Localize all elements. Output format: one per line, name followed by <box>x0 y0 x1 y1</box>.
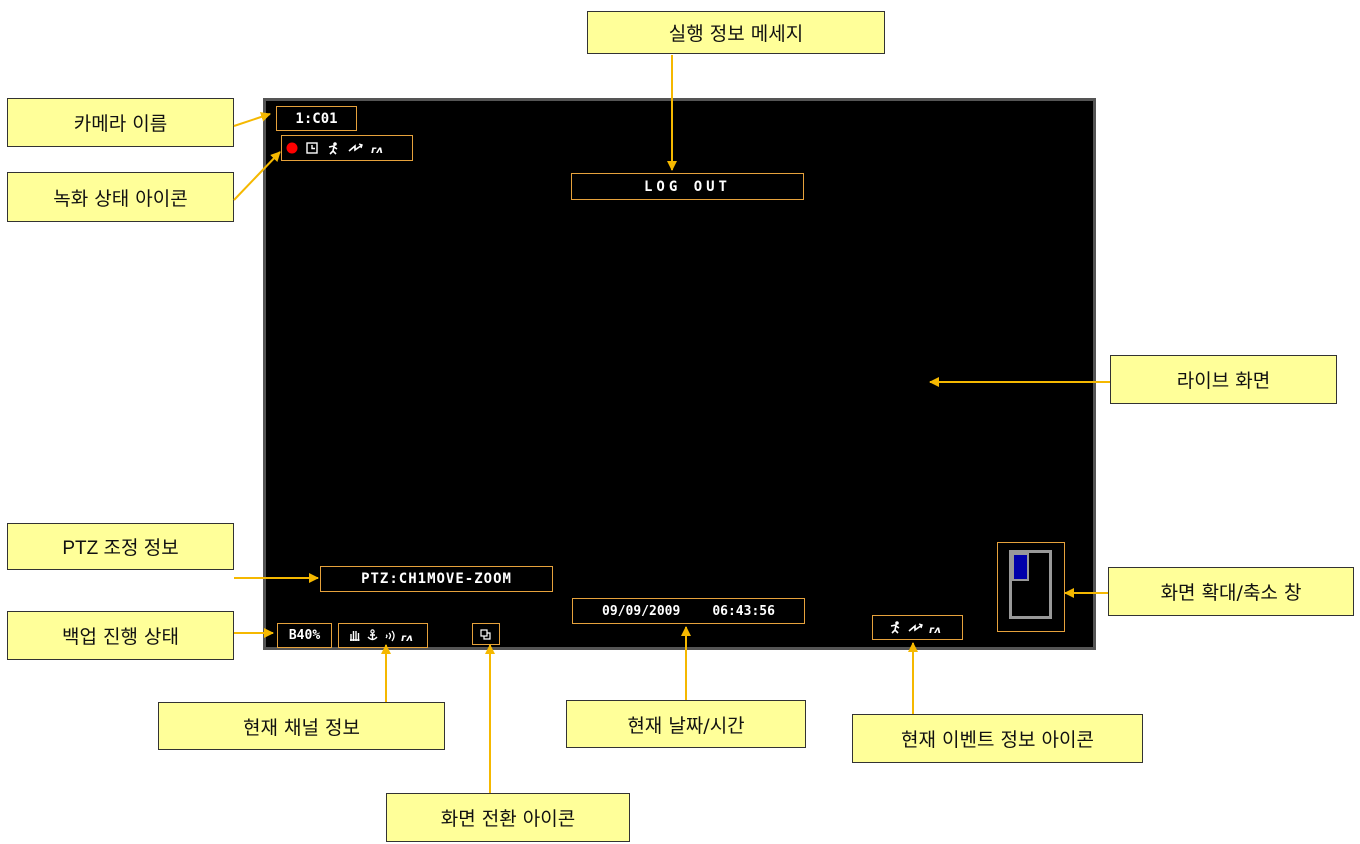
callout-record-status: 녹화 상태 아이콘 <box>7 172 234 222</box>
sound-icon <box>384 629 396 642</box>
svg-text:ᴦᴧ: ᴦᴧ <box>371 145 383 154</box>
audio-icon: ᴦᴧ <box>929 622 947 634</box>
schedule-icon <box>306 142 318 154</box>
record-dot-icon <box>286 142 298 154</box>
date-text: 09/09/2009 <box>602 603 681 619</box>
sensor-icon <box>908 622 923 634</box>
callout-zoom-window: 화면 확대/축소 창 <box>1108 567 1354 616</box>
svg-text:ᴦᴧ: ᴦᴧ <box>401 633 413 642</box>
sensor-icon <box>348 142 363 154</box>
callout-event-icons: 현재 이벤트 정보 아이콘 <box>852 714 1143 763</box>
live-screen[interactable]: 1:C01 ᴦᴧ LOG OUT PTZ:CH1MOVE-ZOOM 09/09/… <box>263 98 1096 650</box>
callout-switch-icon: 화면 전환 아이콘 <box>386 793 630 842</box>
log-message: LOG OUT <box>571 173 804 200</box>
screen-switch-button[interactable] <box>472 623 500 645</box>
callout-datetime: 현재 날짜/시간 <box>566 700 806 748</box>
event-icons: ᴦᴧ <box>872 615 963 640</box>
anchor-icon <box>366 629 379 642</box>
zoom-frame <box>1009 550 1052 619</box>
motion-icon <box>326 141 340 155</box>
screen-switch-icon <box>480 628 492 640</box>
callout-message: 실행 정보 메세지 <box>587 11 885 54</box>
time-text: 06:43:56 <box>712 603 775 619</box>
zoom-viewport[interactable] <box>1012 553 1029 581</box>
callout-channel-info: 현재 채널 정보 <box>158 702 445 750</box>
record-status-icons: ᴦᴧ <box>281 135 413 161</box>
svg-text:ᴦᴧ: ᴦᴧ <box>929 625 941 634</box>
hand-icon <box>348 629 361 642</box>
audio-icon: ᴦᴧ <box>401 630 419 642</box>
camera-name-label: 1:C01 <box>276 106 357 131</box>
datetime-display: 09/09/2009 06:43:56 <box>572 598 805 624</box>
callout-ptz: PTZ 조정 정보 <box>7 523 234 570</box>
backup-progress: B40% <box>277 623 332 648</box>
motion-icon <box>888 621 902 634</box>
callout-live-screen: 라이브 화면 <box>1110 355 1337 404</box>
audio-icon: ᴦᴧ <box>371 142 389 154</box>
callout-backup: 백업 진행 상태 <box>7 611 234 660</box>
channel-info-icons: ᴦᴧ <box>338 623 428 648</box>
ptz-info: PTZ:CH1MOVE-ZOOM <box>320 566 553 592</box>
zoom-window[interactable] <box>997 542 1065 632</box>
callout-camera-name: 카메라 이름 <box>7 98 234 147</box>
